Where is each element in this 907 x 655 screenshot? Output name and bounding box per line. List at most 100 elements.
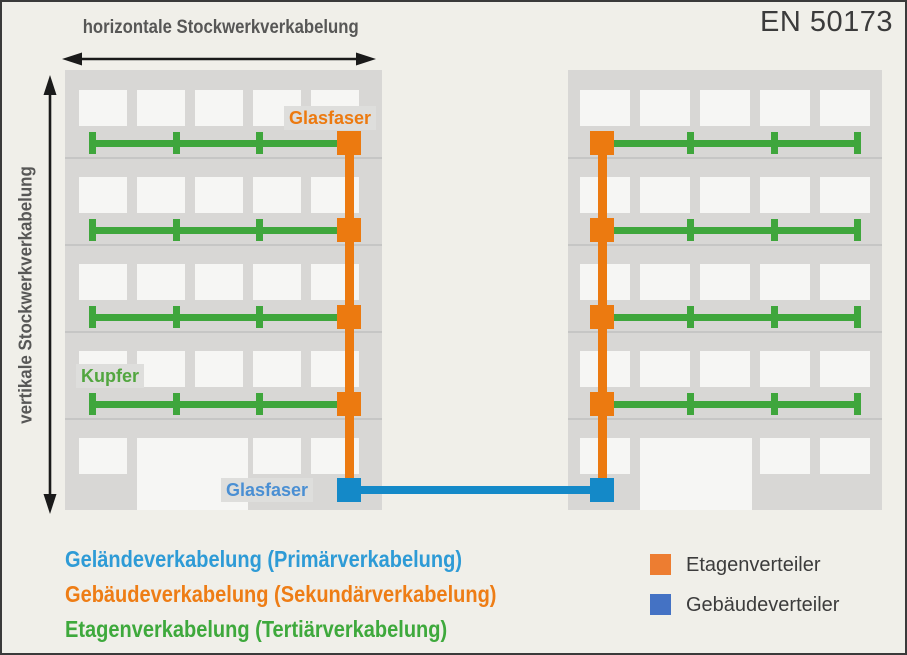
floor-cable <box>90 313 349 321</box>
window <box>79 90 127 126</box>
entrance-door <box>640 438 752 510</box>
window <box>760 351 810 387</box>
glasfaser-label-top: Glasfaser <box>284 106 377 130</box>
cable-tick <box>686 219 694 241</box>
etagenverteiler-label: Etagenverteiler <box>686 554 821 576</box>
window <box>640 90 690 126</box>
cable-tick <box>88 132 96 154</box>
cable-tick <box>88 219 96 241</box>
cable-tick <box>770 393 778 415</box>
page-title: EN 50173 <box>760 6 893 38</box>
cable-tick <box>255 219 263 241</box>
etagenverteiler-swatch <box>650 554 671 575</box>
window <box>640 177 690 213</box>
floor-cable <box>90 226 349 234</box>
window <box>820 351 870 387</box>
cable-tick <box>853 219 861 241</box>
horizontal-axis-label: horizontale Stockwerkverkabelung <box>82 17 359 38</box>
window <box>79 438 127 474</box>
cable-tick <box>255 306 263 328</box>
window <box>820 90 870 126</box>
kupfer-label: Kupfer <box>76 364 144 388</box>
window <box>820 177 870 213</box>
window <box>253 264 301 300</box>
cable-tick <box>770 219 778 241</box>
window <box>700 90 750 126</box>
cable-tick <box>172 132 180 154</box>
window <box>700 177 750 213</box>
window <box>137 264 185 300</box>
gebaeudeverteiler-label: Gebäudeverteiler <box>686 594 840 616</box>
floor-cable <box>90 139 349 147</box>
floor-divider <box>65 244 382 246</box>
floor-divider <box>65 331 382 333</box>
legend-secondary-cabling: Gebäudeverkabelung (Sekundärverkabelung) <box>65 581 497 607</box>
cable-tick <box>853 132 861 154</box>
window <box>760 177 810 213</box>
window <box>195 90 243 126</box>
cable-tick <box>770 132 778 154</box>
legend-primary-cabling: Geländeverkabelung (Primärverkabelung) <box>65 546 463 572</box>
floor-divider <box>568 244 882 246</box>
floor-cable <box>602 313 857 321</box>
cable-tick <box>172 306 180 328</box>
floor-distributor-square <box>590 131 614 155</box>
window <box>137 90 185 126</box>
cable-tick <box>88 393 96 415</box>
floor-cable <box>90 400 349 408</box>
window <box>137 177 185 213</box>
floor-divider <box>65 418 382 420</box>
campus-cable <box>349 486 602 494</box>
window <box>253 177 301 213</box>
window <box>760 438 810 474</box>
floor-distributor-square <box>590 392 614 416</box>
cable-tick <box>686 393 694 415</box>
floor-distributor-square <box>337 392 361 416</box>
cable-tick <box>686 306 694 328</box>
floor-divider <box>568 418 882 420</box>
floor-distributor-square <box>337 218 361 242</box>
window <box>253 351 301 387</box>
window <box>195 177 243 213</box>
floor-distributor-square <box>590 305 614 329</box>
floor-cable <box>602 226 857 234</box>
vertical-double-arrow-icon <box>43 75 57 514</box>
horizontal-double-arrow-icon <box>62 52 376 66</box>
window <box>580 90 630 126</box>
gebaeudeverteiler-swatch <box>650 594 671 615</box>
floor-distributor-square <box>337 131 361 155</box>
cable-tick <box>172 219 180 241</box>
window <box>195 351 243 387</box>
window <box>700 264 750 300</box>
vertical-axis-label: vertikale Stockwerkverkabelung <box>15 166 36 424</box>
window <box>79 177 127 213</box>
building-distributor-square <box>337 478 361 502</box>
window <box>700 351 750 387</box>
window <box>79 264 127 300</box>
floor-cable <box>602 400 857 408</box>
cable-tick <box>853 306 861 328</box>
cable-tick <box>853 393 861 415</box>
window <box>640 264 690 300</box>
window <box>137 351 185 387</box>
window <box>820 264 870 300</box>
floor-divider <box>568 157 882 159</box>
floor-distributor-square <box>590 218 614 242</box>
building-distributor-square <box>590 478 614 502</box>
legend-tertiary-cabling: Etagenverkabelung (Tertiärverkabelung) <box>65 616 448 642</box>
window <box>820 438 870 474</box>
window <box>253 438 301 474</box>
cable-tick <box>770 306 778 328</box>
cable-tick <box>255 132 263 154</box>
window <box>195 264 243 300</box>
cable-tick <box>686 132 694 154</box>
window <box>760 264 810 300</box>
cable-tick <box>88 306 96 328</box>
floor-distributor-square <box>337 305 361 329</box>
glasfaser-label-bottom: Glasfaser <box>221 478 314 502</box>
window <box>760 90 810 126</box>
window <box>640 351 690 387</box>
floor-cable <box>602 139 857 147</box>
cable-tick <box>172 393 180 415</box>
